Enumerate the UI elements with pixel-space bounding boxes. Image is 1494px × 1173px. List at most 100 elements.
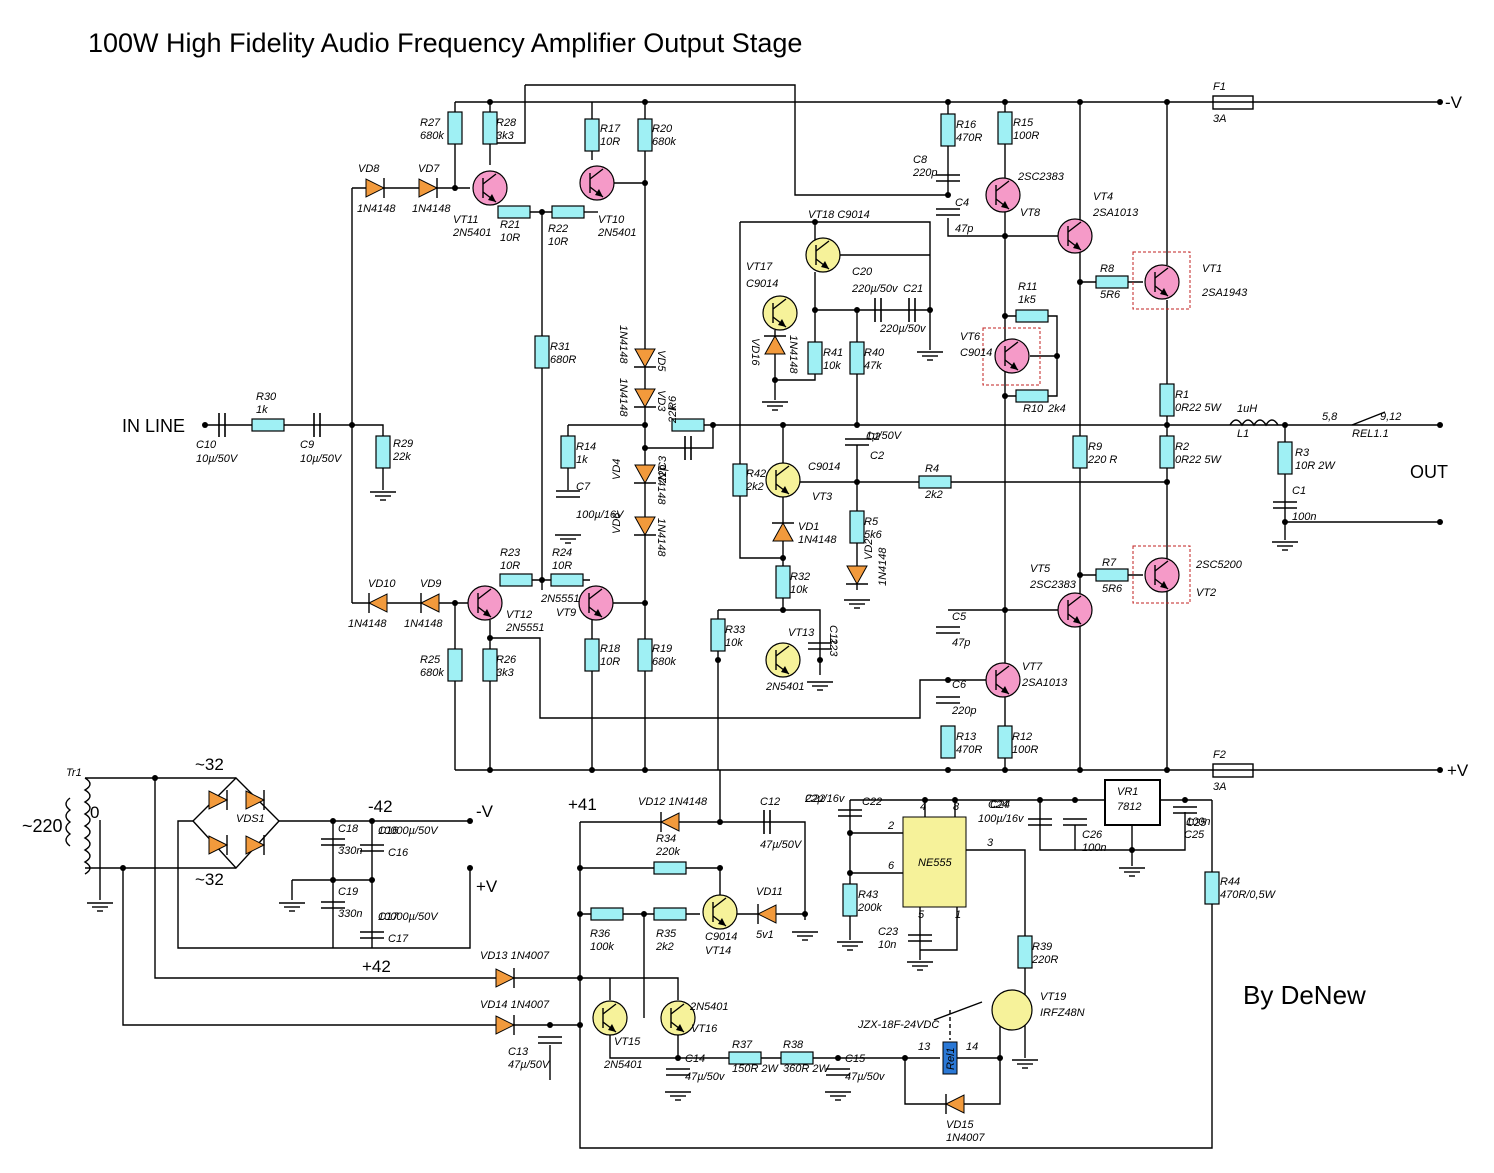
label-r34: R34 [656,833,676,845]
resistor-r15 [997,111,1013,145]
value-c16: 10000µ/50V [378,825,439,837]
value-c19: 330n [338,908,362,920]
value-r36: 100k [590,941,614,953]
label-vt3: VT3 [812,491,833,503]
junction-dot [1164,422,1170,428]
wire [720,821,806,920]
value-vd2: 1N4148 [877,547,889,586]
label-vt9: VT9 [556,607,576,619]
value-c23: 10n [878,939,896,951]
value-r6: 22k [667,405,679,424]
value-r18: 10R [600,656,620,668]
label-r26: R26 [496,654,517,666]
value-vd10: 1N4148 [348,618,387,630]
value-c5: 47p [952,637,970,649]
label-r17: R17 [600,123,621,135]
value-vt3: C9014 [808,461,840,473]
junction-dot [945,767,951,773]
transistor-vt6 [994,338,1030,374]
label-r43: R43 [858,889,879,901]
transistor-vt5 [1057,592,1093,628]
label-vt10: VT10 [598,214,625,226]
value-r24: 10R [552,560,572,572]
value-vt15: 2N5401 [603,1059,643,1071]
label-vd14: VD14 1N4007 [480,999,550,1011]
ne555-pin-5: 5 [918,909,925,921]
transistor-collector [772,298,787,310]
relay-contact-rel1-1 [1351,411,1386,426]
resistor-r20 [637,118,653,152]
value-c21: 220µ/50v [879,323,927,335]
transistor-vt18 [805,237,841,273]
label-r31: R31 [550,341,570,353]
label-vt17: VT17 [746,261,773,273]
emitter-arrow-icon [1001,686,1009,694]
label-vt13: VT13 [788,627,815,639]
wires [85,84,1443,1149]
transistor-vt17 [762,295,798,331]
resistor-r10 [1015,389,1049,403]
label-vd16: VD16 [749,338,761,366]
label-vd5: VD5 [655,350,667,372]
transistor-collector [477,588,492,600]
emitter-arrow-icon [718,918,726,926]
value-c4: 47p [955,223,973,235]
transistor-vt13 [765,642,801,678]
diode-vd4 [634,464,656,485]
value-vd3: 1N4148 [617,378,629,417]
heatsink-vt6 [982,327,1041,386]
resistor-r40 [849,341,865,375]
label-r20: R20 [652,123,673,135]
value-r14: 1k [576,454,588,466]
label-r3: R3 [1295,447,1310,459]
junction-dot [452,185,458,191]
label-c24: C24 [990,799,1010,811]
transistor-collector [775,465,790,477]
value-r12: 100R [1012,744,1038,756]
value-f1: 3A [1213,113,1226,125]
label-r4: R4 [925,463,939,475]
label-vt1: VT1 [1202,263,1222,275]
resistor-r25 [447,648,463,682]
value-c8: 220p [912,167,937,179]
value-r38: 360R 2W [783,1063,830,1075]
label-vd15: VD15 [946,1119,974,1131]
transistor-collector [602,1003,617,1015]
label-vt7: VT7 [1022,661,1043,673]
diode-vd6 [634,516,656,537]
value-vt14: C9014 [705,931,737,943]
value-r40: 47k [864,360,882,372]
resistor-r22 [551,205,585,219]
label-r40: R40 [864,347,885,359]
transistor-collector [1154,560,1169,572]
wire [920,907,958,951]
label-relay-model: JZX-18F-24VDC [857,1019,939,1031]
label-r39: R39 [1032,941,1052,953]
diagram-title: 100W High Fidelity Audio Frequency Ampli… [88,28,802,58]
emitter-arrow-icon [595,189,603,197]
label-c1: C1 [1292,485,1306,497]
label-vt19: VT19 [1040,991,1066,1003]
label-r32: R32 [790,571,810,583]
value-r17: 10R [600,136,620,148]
value-r7: 5R6 [1102,583,1123,595]
label-r28: R28 [496,117,517,129]
transistor-collector [775,645,790,657]
label-r24: R24 [552,547,572,559]
junction-dot [467,818,473,824]
resistor-r42 [732,463,748,497]
label-c22: C22 [862,796,882,808]
junction-dot [467,865,473,871]
junction-dot [1437,519,1443,525]
terminal-neg-v: -V [1445,93,1463,112]
value-vd6: 1N4148 [655,518,667,557]
label-c17: C17 [388,933,409,945]
label-c5: C5 [952,611,967,623]
label-vds1: VDS1 [236,813,265,825]
label-r44: R44 [1220,876,1240,888]
value-vt9: 2N5551 [540,593,580,605]
value-r10: 2k4 [1047,403,1066,415]
label-vd12: VD12 1N4148 [638,796,708,808]
label-c25: C25 [1186,817,1207,829]
diode-vds1d [245,835,266,855]
